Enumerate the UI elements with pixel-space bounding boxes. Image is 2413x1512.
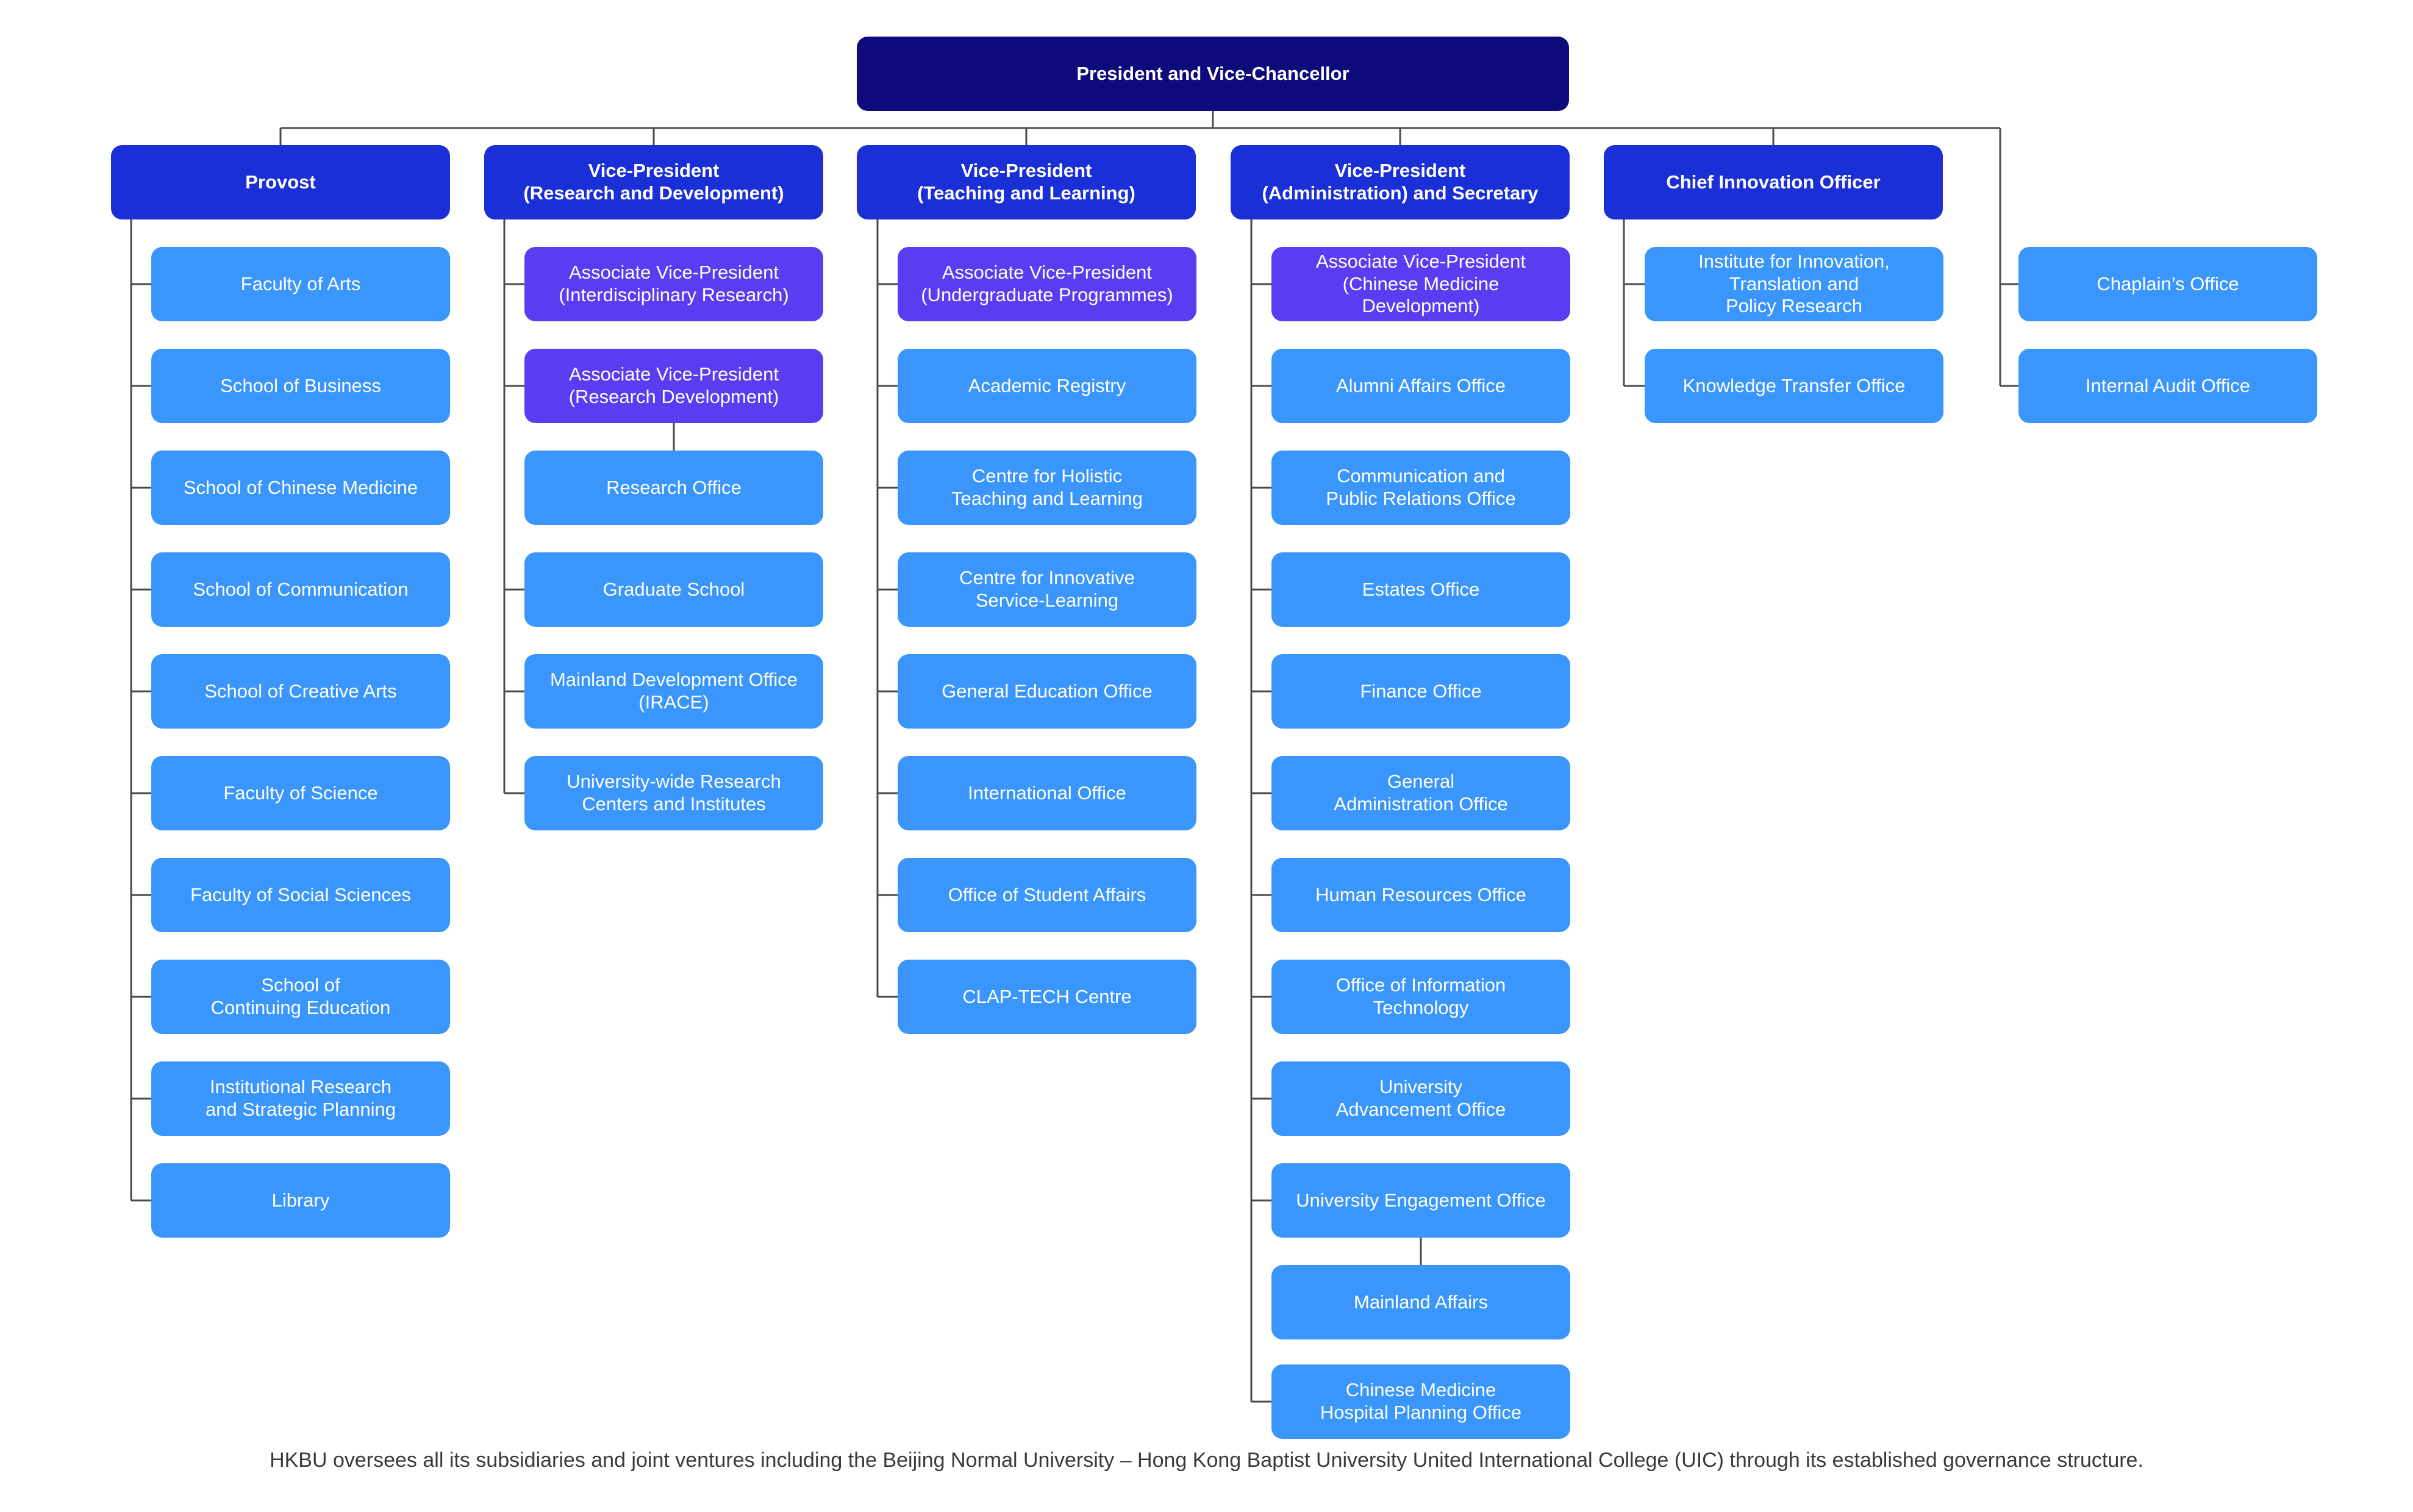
unit-avp-interdisciplinary-research: Associate Vice-President (Interdisciplin… xyxy=(524,247,823,321)
unit-library: Library xyxy=(151,1163,450,1238)
unit-centre-holistic-teaching: Centre for Holistic Teaching and Learnin… xyxy=(898,451,1196,525)
root-president: President and Vice-Chancellor xyxy=(857,37,1569,111)
unit-university-advancement: University Advancement Office xyxy=(1271,1061,1570,1136)
footnote: HKBU oversees all its subsidiaries and j… xyxy=(270,1449,2143,1472)
unit-alumni-affairs: Alumni Affairs Office xyxy=(1271,349,1570,423)
unit-research-centers-institutes: University-wide Research Centers and Ins… xyxy=(524,756,823,830)
unit-chaplains-office: Chaplain’s Office xyxy=(2018,247,2317,321)
unit-international-office: International Office xyxy=(898,756,1196,830)
unit-avp-chinese-medicine: Associate Vice-President (Chinese Medici… xyxy=(1271,247,1570,321)
unit-chinese-medicine-hospital: Chinese Medicine Hospital Planning Offic… xyxy=(1271,1364,1570,1439)
unit-finance-office: Finance Office xyxy=(1271,654,1570,729)
unit-institutional-research: Institutional Research and Strategic Pla… xyxy=(151,1061,450,1136)
unit-internal-audit: Internal Audit Office xyxy=(2018,349,2317,423)
unit-knowledge-transfer: Knowledge Transfer Office xyxy=(1645,349,1943,423)
unit-faculty-of-arts: Faculty of Arts xyxy=(151,247,450,321)
unit-university-engagement: University Engagement Office xyxy=(1271,1163,1570,1238)
unit-continuing-education: School of Continuing Education xyxy=(151,960,450,1034)
unit-research-office: Research Office xyxy=(524,451,823,525)
unit-office-student-affairs: Office of Student Affairs xyxy=(898,858,1196,932)
unit-academic-registry: Academic Registry xyxy=(898,349,1196,423)
head-vp-admin: Vice-President (Administration) and Secr… xyxy=(1231,145,1570,219)
unit-avp-undergraduate: Associate Vice-President (Undergraduate … xyxy=(898,247,1196,321)
unit-human-resources: Human Resources Office xyxy=(1271,858,1570,932)
unit-faculty-of-science: Faculty of Science xyxy=(151,756,450,830)
unit-communication-pr: Communication and Public Relations Offic… xyxy=(1271,451,1570,525)
unit-school-of-creative-arts: School of Creative Arts xyxy=(151,654,450,729)
head-vp-research: Vice-President (Research and Development… xyxy=(484,145,823,219)
unit-school-of-business: School of Business xyxy=(151,349,450,423)
unit-institute-innovation: Institute for Innovation, Translation an… xyxy=(1645,247,1943,321)
unit-centre-innovative-service-learning: Centre for Innovative Service-Learning xyxy=(898,552,1196,627)
unit-mainland-development-office: Mainland Development Office (IRACE) xyxy=(524,654,823,729)
unit-graduate-school: Graduate School xyxy=(524,552,823,627)
unit-faculty-of-social-sciences: Faculty of Social Sciences xyxy=(151,858,450,932)
head-chief-innovation: Chief Innovation Officer xyxy=(1604,145,1943,219)
unit-general-administration: General Administration Office xyxy=(1271,756,1570,830)
unit-estates-office: Estates Office xyxy=(1271,552,1570,627)
unit-school-of-communication: School of Communication xyxy=(151,552,450,627)
head-provost: Provost xyxy=(111,145,450,219)
unit-mainland-affairs: Mainland Affairs xyxy=(1271,1265,1570,1339)
unit-general-education-office: General Education Office xyxy=(898,654,1196,729)
head-vp-teaching: Vice-President (Teaching and Learning) xyxy=(857,145,1196,219)
unit-avp-research-development: Associate Vice-President (Research Devel… xyxy=(524,349,823,423)
unit-clap-tech-centre: CLAP-TECH Centre xyxy=(898,960,1196,1034)
unit-school-of-chinese-medicine: School of Chinese Medicine xyxy=(151,451,450,525)
unit-information-technology: Office of Information Technology xyxy=(1271,960,1570,1034)
